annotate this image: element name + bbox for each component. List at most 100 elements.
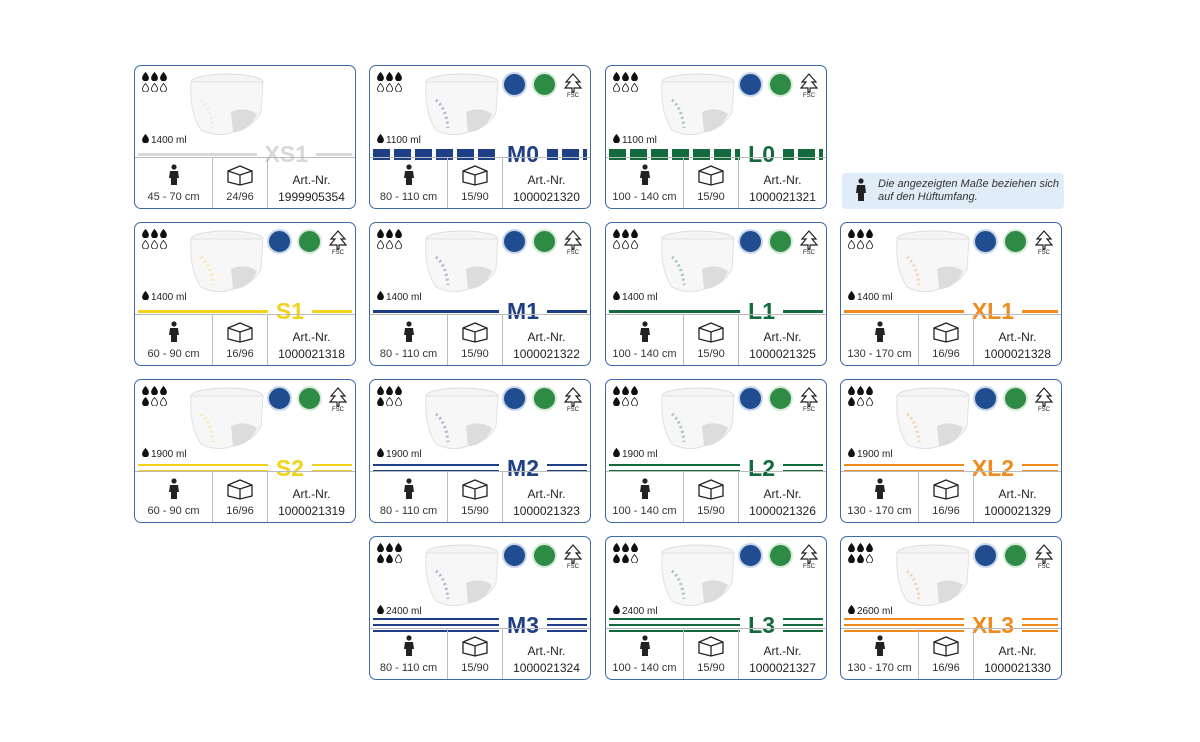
fsc-tree-icon: FSC: [798, 386, 820, 413]
info-box: Die angezeigten Maße beziehen sich auf d…: [842, 173, 1064, 209]
certification-seal-icon: [738, 229, 763, 254]
svg-text:FSC: FSC: [567, 250, 580, 255]
drop-icon: [377, 447, 384, 460]
fsc-tree-icon: FSC: [798, 543, 820, 570]
hip-size-value: 60 - 90 cm: [147, 505, 200, 517]
product-image: [422, 72, 502, 142]
drop-icon: [631, 83, 638, 92]
size-lines: [373, 144, 587, 164]
card-details: 100 - 140 cm 15/90 Art.-Nr.1000021327: [606, 628, 826, 679]
pack-value: 15/90: [697, 348, 725, 360]
drop-icon: [142, 290, 149, 303]
drop-icon: [395, 386, 402, 395]
nordic-swan-icon: [1003, 229, 1028, 254]
size-bar: L0: [609, 141, 823, 167]
size-lines: [138, 301, 352, 321]
article-label: Art.-Nr.: [763, 330, 802, 344]
drop-icon: [622, 240, 629, 249]
drop-icon: [631, 72, 638, 81]
person-icon: [638, 478, 652, 505]
hip-size-cell: 80 - 110 cm: [370, 629, 448, 679]
certification-seal-icon: [502, 543, 527, 568]
article-label: Art.-Nr.: [292, 173, 331, 187]
drop-icon: [386, 543, 393, 552]
absorbency-drops: [377, 72, 407, 94]
svg-text:FSC: FSC: [803, 93, 816, 98]
hip-size-cell: 130 - 170 cm: [841, 315, 919, 365]
hip-size-value: 80 - 110 cm: [379, 348, 438, 360]
size-lines: [373, 301, 587, 321]
fsc-tree-icon: FSC: [798, 229, 820, 256]
article-cell: Art.-Nr.1999905354: [268, 158, 355, 208]
drop-icon: [160, 386, 167, 395]
hip-size-cell: 100 - 140 cm: [606, 629, 684, 679]
drop-icon: [395, 240, 402, 249]
hip-size-cell: 130 - 170 cm: [841, 472, 919, 522]
drop-icon: [631, 240, 638, 249]
absorbency-drops: [377, 386, 407, 408]
drop-icon: [848, 290, 855, 303]
size-label: S2: [267, 455, 312, 481]
box-icon: [226, 478, 254, 505]
drop-icon: [377, 83, 384, 92]
size-bar: M3: [373, 612, 587, 638]
person-icon: [402, 321, 416, 348]
hip-size-cell: 130 - 170 cm: [841, 629, 919, 679]
certification-seal-icon: [267, 386, 292, 411]
capacity-value: 2600 ml: [857, 605, 893, 617]
pack-cell: 24/96: [213, 158, 268, 208]
size-lines: [138, 144, 352, 164]
size-label: L1: [740, 298, 783, 324]
pack-cell: 15/90: [448, 315, 503, 365]
drop-icon: [151, 240, 158, 249]
box-icon: [697, 164, 725, 191]
hip-size-cell: 100 - 140 cm: [606, 315, 684, 365]
pack-cell: 16/96: [213, 472, 268, 522]
capacity: 1400 ml: [377, 290, 422, 303]
pack-value: 16/96: [226, 348, 254, 360]
fsc-tree-icon: FSC: [798, 72, 820, 99]
pack-value: 15/90: [461, 662, 489, 674]
drop-icon: [866, 386, 873, 395]
article-number: 1000021320: [513, 190, 580, 204]
drop-icon: [866, 229, 873, 238]
box-icon: [461, 321, 489, 348]
drop-icon: [857, 397, 864, 406]
drop-icon: [848, 543, 855, 552]
nordic-swan-icon: [768, 543, 793, 568]
hip-size-value: 130 - 170 cm: [847, 348, 912, 360]
drop-icon: [866, 397, 873, 406]
size-label: XL2: [963, 455, 1022, 481]
drop-icon: [160, 72, 167, 81]
capacity-value: 2400 ml: [622, 605, 658, 617]
person-icon: [873, 321, 887, 348]
box-icon: [461, 478, 489, 505]
drop-icon: [857, 229, 864, 238]
pack-value: 15/90: [697, 662, 725, 674]
drop-icon: [622, 554, 629, 563]
capacity: 1900 ml: [613, 447, 658, 460]
article-number: 1000021327: [749, 661, 816, 675]
absorbency-drops: [142, 229, 172, 251]
article-number: 1000021329: [984, 504, 1051, 518]
capacity-value: 1900 ml: [386, 448, 422, 460]
article-cell: Art.-Nr.1000021324: [503, 629, 590, 679]
drop-icon: [613, 133, 620, 146]
article-cell: Art.-Nr.1000021322: [503, 315, 590, 365]
person-icon: [873, 478, 887, 505]
drop-icon: [377, 72, 384, 81]
drop-icon: [848, 397, 855, 406]
drop-icon: [613, 543, 620, 552]
fsc-tree-icon: FSC: [1033, 386, 1055, 413]
person-icon: [402, 635, 416, 662]
drop-icon: [866, 543, 873, 552]
article-cell: Art.-Nr.1000021327: [739, 629, 826, 679]
nordic-swan-icon: [768, 229, 793, 254]
product-image: [187, 386, 267, 456]
pack-cell: 15/90: [684, 158, 739, 208]
hip-size-value: 100 - 140 cm: [612, 505, 677, 517]
